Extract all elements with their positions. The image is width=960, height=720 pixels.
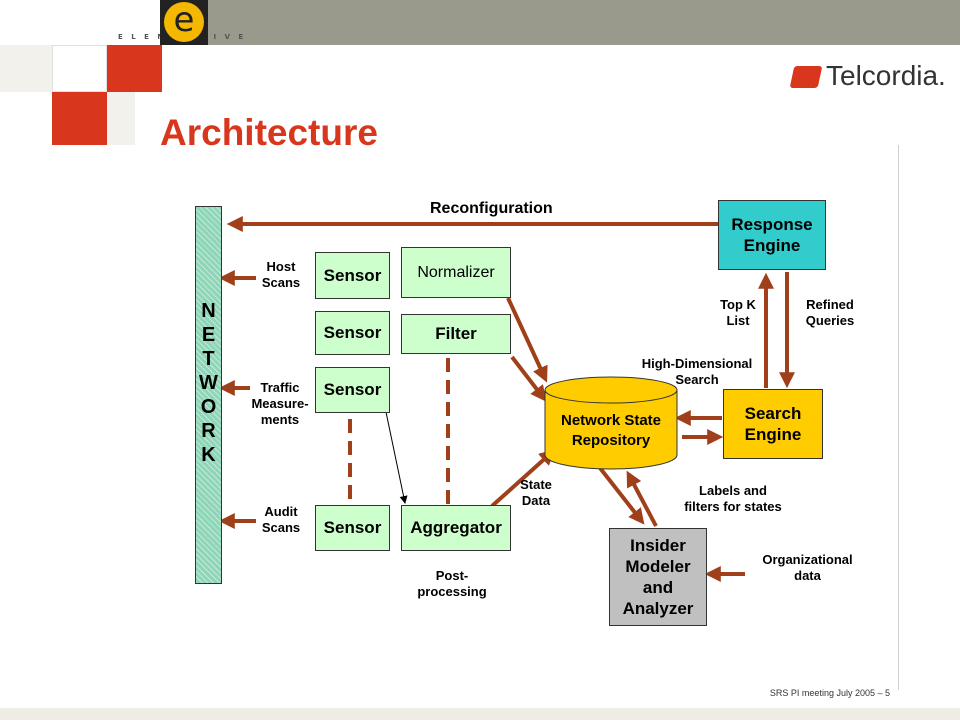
deco-square-2 xyxy=(52,45,107,92)
elementive-logo: e xyxy=(160,0,208,45)
sensor-box-3: Sensor xyxy=(315,367,390,413)
sensor-box-2: Sensor xyxy=(315,311,390,355)
side-rule xyxy=(898,145,899,690)
network-label: N E T W O R K xyxy=(199,300,218,466)
deco-square-5 xyxy=(107,92,135,145)
arrow-repo-insider xyxy=(598,466,645,525)
footer-text: SRS PI meeting July 2005 – 5 xyxy=(769,688,890,698)
deco-square-3 xyxy=(107,45,162,92)
arrow-sensor-aggregator xyxy=(385,411,408,504)
arrow-aggregator-repo xyxy=(490,449,556,508)
deco-square-1 xyxy=(0,45,52,92)
footer-bar xyxy=(0,708,960,720)
arrow-filter-repo xyxy=(510,355,547,402)
post-processing-label: Post-processing xyxy=(417,568,487,599)
logo-letter: e xyxy=(164,2,204,42)
normalizer-box: Normalizer xyxy=(401,247,511,298)
reconfiguration-label: Reconfiguration xyxy=(430,200,553,217)
arrow-insider-repo xyxy=(626,470,658,527)
sensor-box-4: Sensor xyxy=(315,505,390,551)
aggregator-box: Aggregator xyxy=(401,505,511,551)
sensor-box-1: Sensor xyxy=(315,252,390,299)
network-bar: N E T W O R K xyxy=(195,206,222,584)
filter-box: Filter xyxy=(401,314,511,354)
brand-strip xyxy=(0,0,160,45)
telcordia-logo: Telcordia. xyxy=(826,60,946,91)
deco-square-4 xyxy=(52,92,107,145)
page-title: Architecture xyxy=(160,112,378,153)
arrow-normalizer-repo xyxy=(506,297,548,383)
